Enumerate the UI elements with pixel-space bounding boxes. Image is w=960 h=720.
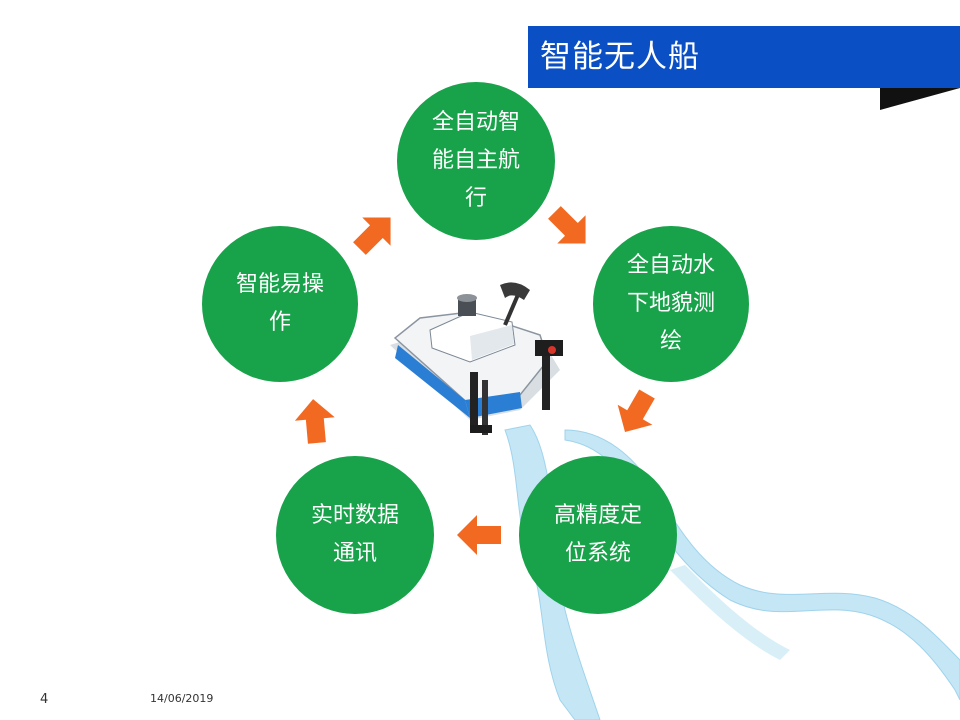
chevron-arrow-icon (294, 399, 335, 444)
feature-circle-positioning: 高精度定 位系统 (519, 456, 677, 614)
feature-circle-data-communication: 实时数据 通讯 (276, 456, 434, 614)
page-number: 4 (40, 692, 49, 707)
feature-label: 智能易操 作 (235, 272, 324, 335)
feature-label: 全自动智 能自主航 行 (431, 110, 520, 211)
chevron-arrow-icon (353, 217, 391, 255)
chevron-arrow-icon (617, 389, 655, 433)
feature-label: 全自动水 下地貌测 绘 (626, 253, 715, 354)
feature-label: 实时数据 通讯 (310, 503, 399, 566)
feature-label: 高精度定 位系统 (553, 503, 642, 566)
feature-circle-easy-operation: 智能易操 作 (202, 226, 358, 382)
chevron-arrow-icon (548, 206, 586, 244)
page-title: 智能无人船 (528, 26, 960, 88)
feature-circle-autonomous-navigation: 全自动智 能自主航 行 (397, 82, 555, 240)
slide-date: 14/06/2019 (150, 692, 214, 705)
chevron-arrow-icon (457, 515, 501, 555)
feature-circle-underwater-survey: 全自动水 下地貌测 绘 (593, 226, 749, 382)
